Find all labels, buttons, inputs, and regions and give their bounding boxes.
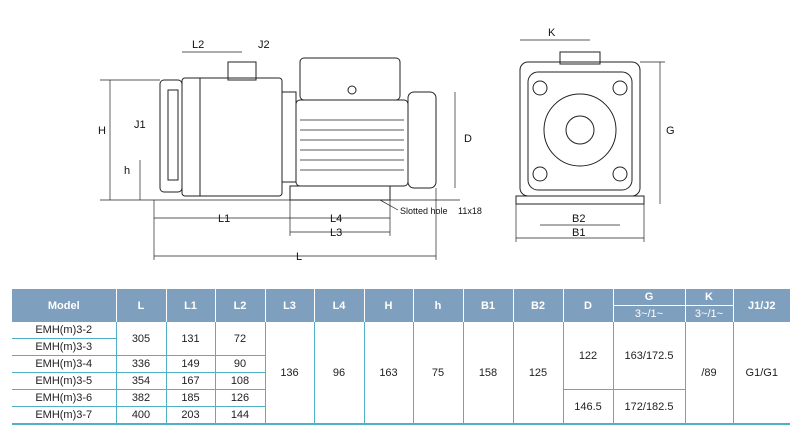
cell-H: 163 <box>363 322 413 425</box>
cell-L1: 149 <box>165 355 215 373</box>
cell-L1: 203 <box>165 406 215 425</box>
cell-L2: 108 <box>214 372 265 390</box>
model-cell: EMH(m)3-7 <box>12 406 116 425</box>
label-L4: L4 <box>330 213 342 225</box>
cell-B2: 125 <box>512 322 563 425</box>
label-L: L <box>296 251 302 263</box>
pump-front-view <box>515 51 645 205</box>
cell-L1: 185 <box>165 389 215 407</box>
header-D: D <box>562 289 613 322</box>
cell-L3: 136 <box>264 322 314 425</box>
cell-B1: 158 <box>462 322 513 425</box>
header-H: H <box>363 289 413 322</box>
header-L3: L3 <box>264 289 314 322</box>
cell-L2: 90 <box>214 355 265 373</box>
cell-L4: 96 <box>313 322 364 425</box>
label-G: G <box>666 125 675 137</box>
label-L2: L2 <box>192 39 204 51</box>
cell-h: 75 <box>412 322 463 425</box>
model-cell: EMH(m)3-5 <box>12 372 116 390</box>
model-cell: EMH(m)3-3 <box>12 338 116 356</box>
label-B2: B2 <box>572 213 585 225</box>
cell-L2: 72 <box>214 322 265 356</box>
header-L4: L4 <box>313 289 364 322</box>
cell-L: 305 <box>115 322 166 356</box>
header-K: K <box>684 289 733 306</box>
header-B2: B2 <box>512 289 563 322</box>
label-L1: L1 <box>218 213 230 225</box>
header-h: h <box>412 289 463 322</box>
cell-L: 354 <box>115 372 166 390</box>
label-K: K <box>548 27 556 39</box>
pump-side-view <box>159 57 437 201</box>
header-K-sub: 3~/1~ <box>684 305 733 322</box>
label-D: D <box>464 133 472 145</box>
cell-D: 122 <box>562 322 613 390</box>
cell-L1: 167 <box>165 372 215 390</box>
label-J1: J1 <box>134 119 146 131</box>
header-L1: L1 <box>165 289 215 322</box>
cell-L: 400 <box>115 406 166 425</box>
header-model: Model <box>12 289 116 322</box>
header-G-sub: 3~/1~ <box>612 305 685 322</box>
model-cell: EMH(m)3-2 <box>12 322 116 339</box>
label-slot-size: 11x18 <box>458 206 482 216</box>
model-cell: EMH(m)3-4 <box>12 355 116 373</box>
pump-dimension-drawing: L2 J2 H J1 h D L1 L4 L3 L Slotted hole 1… <box>98 27 675 263</box>
cell-G: 172/182.5 <box>612 389 685 425</box>
dimension-table: Model L L1 L2 L3 L4 H h B1 B2 D G K J1/J… <box>12 289 790 425</box>
cell-L2: 144 <box>214 406 265 425</box>
cell-J1J2: G1/G1 <box>732 322 790 425</box>
label-H: H <box>98 125 106 137</box>
header-G: G <box>612 289 685 306</box>
model-cell: EMH(m)3-6 <box>12 389 116 407</box>
header-L2: L2 <box>214 289 265 322</box>
cell-L: 382 <box>115 389 166 407</box>
header-L: L <box>115 289 166 322</box>
cell-D: 146.5 <box>562 389 613 425</box>
cell-K: /89 <box>684 322 733 425</box>
label-L3: L3 <box>330 227 342 239</box>
header-J1J2: J1/J2 <box>732 289 790 322</box>
label-B1: B1 <box>572 227 585 239</box>
cell-L2: 126 <box>214 389 265 407</box>
label-h: h <box>124 165 130 177</box>
label-slotted-hole: Slotted hole <box>400 206 448 216</box>
label-J2: J2 <box>258 39 270 51</box>
cell-L1: 131 <box>165 322 215 356</box>
cell-L: 336 <box>115 355 166 373</box>
header-B1: B1 <box>462 289 513 322</box>
cell-G: 163/172.5 <box>612 322 685 390</box>
